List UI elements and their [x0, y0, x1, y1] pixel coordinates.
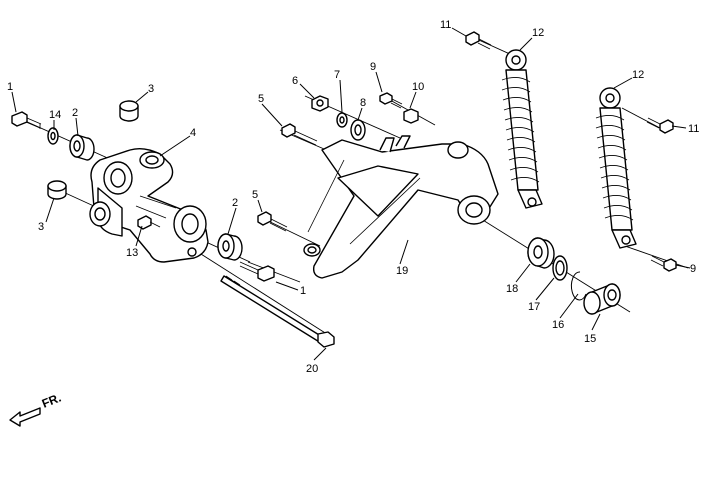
left-bracket-assembly	[11, 100, 335, 348]
bolt-5-lower	[257, 211, 288, 232]
callout-15: 15	[584, 333, 596, 345]
callout-7: 7	[334, 69, 340, 81]
bolt-11-right	[646, 117, 674, 134]
callout-13: 13	[126, 247, 138, 259]
callout-5-lower: 5	[252, 189, 258, 201]
callout-10: 10	[412, 81, 424, 93]
callout-8: 8	[360, 97, 366, 109]
front-direction-indicator: FR.	[9, 391, 63, 427]
front-arrow-icon	[9, 407, 41, 427]
callout-1-right: 1	[300, 285, 306, 297]
washer-17	[552, 255, 568, 281]
callout-1-left: 1	[7, 81, 13, 93]
washer-14	[47, 127, 59, 145]
callout-2-left: 2	[72, 107, 78, 119]
bushing-2-right	[217, 233, 243, 261]
callout-4: 4	[190, 127, 196, 139]
callout-14: 14	[49, 109, 61, 121]
callout-5-top: 5	[258, 93, 264, 105]
bolt-5-top	[281, 123, 318, 146]
axle-shaft-20	[220, 275, 335, 348]
callout-6: 6	[292, 75, 298, 87]
cap-3-top	[119, 100, 139, 122]
callout-9-top: 9	[370, 61, 376, 73]
bolt-13	[137, 215, 161, 230]
callout-19: 19	[396, 265, 408, 277]
front-label: FR.	[40, 391, 63, 411]
nut-6	[311, 95, 329, 112]
callout-18: 18	[506, 283, 518, 295]
callout-2-right: 2	[232, 197, 238, 209]
callout-12-right: 12	[632, 69, 644, 81]
shock-absorber-12-left	[501, 49, 543, 209]
callout-9-right: 9	[690, 263, 696, 275]
bolt-1-left	[11, 111, 42, 129]
callout-11-top: 11	[440, 19, 451, 31]
swing-arm-19	[303, 135, 499, 279]
bolt-11-top	[465, 31, 492, 50]
callout-16: 16	[552, 319, 564, 331]
callout-3-top: 3	[148, 83, 154, 95]
nut-10	[403, 108, 419, 124]
sleeve-15	[583, 283, 621, 315]
callout-labels: 1 14 2 3 4 3 13 5 2 1 20 6 7 9 8 10 5 11…	[7, 19, 699, 375]
washer-7	[336, 112, 348, 128]
cap-3-left	[47, 180, 67, 200]
bolt-9-top	[379, 92, 403, 109]
knuckle-bracket-4	[89, 147, 209, 263]
bushing-2-left	[69, 134, 95, 161]
leader-lines	[11, 27, 691, 361]
bushing-18	[527, 237, 555, 269]
bushing-8	[350, 119, 366, 141]
bolt-9-right	[650, 255, 677, 272]
circlip-16	[570, 271, 587, 301]
callout-12-left: 12	[532, 27, 544, 39]
callout-20: 20	[306, 363, 318, 375]
bolt-1-right	[239, 261, 275, 282]
callout-11-right: 11	[688, 123, 699, 135]
callout-17: 17	[528, 301, 540, 313]
callout-3-left: 3	[38, 221, 44, 233]
shock-absorber-12-right	[595, 87, 637, 249]
